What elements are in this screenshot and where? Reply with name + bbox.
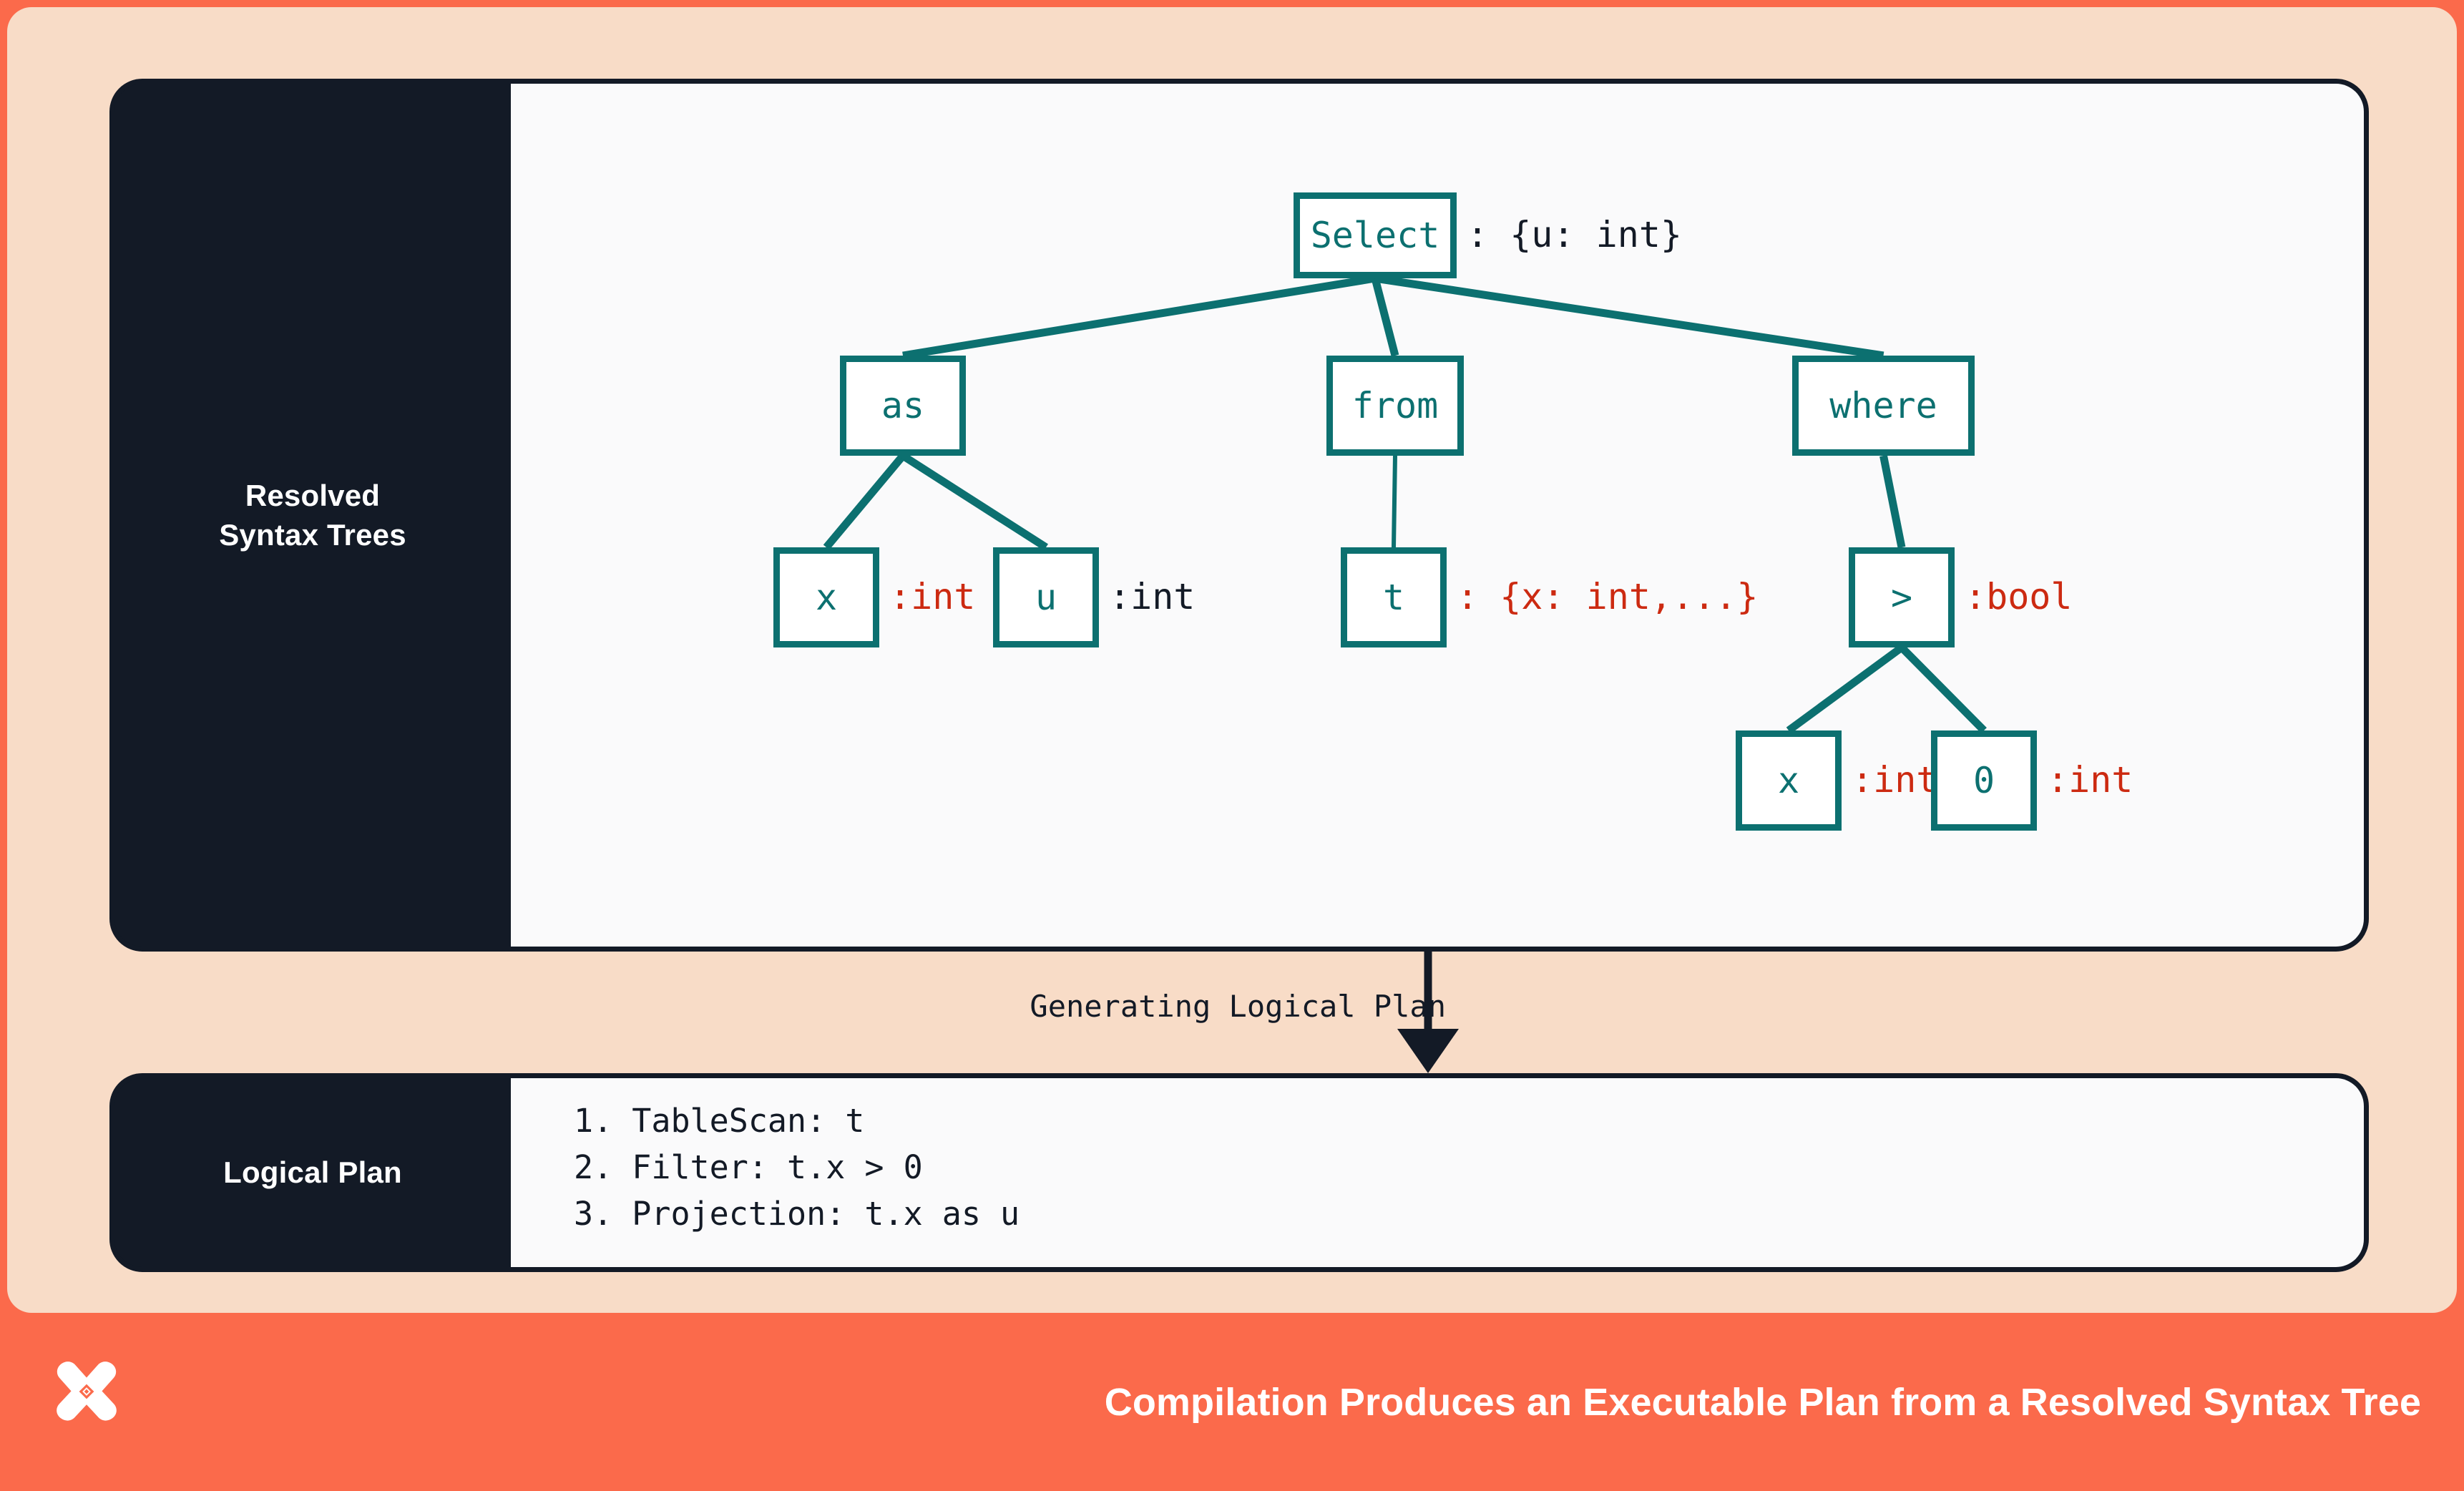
- tree-node-label: t: [1382, 577, 1405, 618]
- rst-rail: Resolved Syntax Trees: [114, 84, 511, 947]
- tree-node-type-annotation-gt-x: :int: [1852, 759, 1938, 801]
- tree-node-label: u: [1035, 577, 1057, 618]
- rst-rail-label-line1: Resolved: [245, 478, 381, 512]
- rst-rail-label-line2: Syntax Trees: [219, 518, 406, 552]
- syntax-tree: Select : {u: int} as from where x :int u :int t : …: [511, 84, 2364, 947]
- logical-plan-canvas: 1. TableScan: t 2. Filter: t.x > 0 3. Proj…: [511, 1078, 2364, 1267]
- tree-node-gt[interactable]: >: [1849, 547, 1955, 647]
- tree-node-label: x: [1777, 760, 1800, 801]
- tree-node-label: >: [1890, 577, 1913, 618]
- panel-connector: Generating Logical Plan: [109, 952, 2369, 1073]
- footer-bar: Compilation Produces an Executable Plan …: [0, 1313, 2464, 1491]
- tree-edge: [1371, 277, 1399, 357]
- tree-node-label: Select: [1310, 215, 1440, 256]
- tree-node-label: 0: [1972, 760, 1995, 801]
- down-arrow-icon: [1397, 952, 1459, 1073]
- tree-edge: [1392, 455, 1397, 548]
- tree-edge: [1879, 454, 1906, 549]
- rst-canvas: Select : {u: int} as from where x :int u :int t : …: [511, 84, 2364, 947]
- tree-node-where[interactable]: where: [1792, 356, 1975, 456]
- rst-rail-label: Resolved Syntax Trees: [219, 476, 406, 555]
- tree-node-label: as: [881, 385, 925, 426]
- content-board: Resolved Syntax Trees Select : {u: int} as…: [7, 7, 2457, 1313]
- tree-node-as-x[interactable]: x: [773, 547, 879, 647]
- tree-node-as-u[interactable]: u: [993, 547, 1099, 647]
- logical-plan-panel: Logical Plan 1. TableScan: t 2. Filter: t…: [109, 1073, 2369, 1272]
- tree-node-label: where: [1829, 385, 1937, 426]
- tree-node-type-annotation-gt-0: :int: [2047, 759, 2133, 801]
- tree-node-type-annotation-select: : {u: int}: [1467, 214, 1683, 255]
- logical-plan-steps: 1. TableScan: t 2. Filter: t.x > 0 3. Proj…: [574, 1098, 1020, 1237]
- tree-edge: [1899, 645, 1987, 733]
- footer-title: Compilation Produces an Executable Plan …: [1104, 1380, 2421, 1424]
- tree-node-type-annotation-from-t: : {x: int,...}: [1457, 576, 1759, 617]
- tree-node-label: from: [1351, 385, 1439, 426]
- logical-plan-step: 1. TableScan: t: [574, 1102, 865, 1140]
- logical-plan-step: 3. Projection: t.x as u: [574, 1194, 1020, 1233]
- tree-node-gt-x[interactable]: x: [1736, 730, 1842, 831]
- tree-node-type-annotation-as-x: :int: [889, 576, 976, 617]
- logical-plan-step: 2. Filter: t.x > 0: [574, 1148, 923, 1186]
- tree-edge: [1374, 274, 1884, 360]
- logical-plan-rail-label: Logical Plan: [223, 1155, 402, 1190]
- tree-node-label: x: [815, 577, 838, 618]
- tree-node-select[interactable]: Select: [1294, 192, 1457, 278]
- tree-edge: [902, 274, 1376, 360]
- tree-edge: [901, 452, 1048, 551]
- tree-node-type-annotation-gt: :bool: [1965, 576, 2073, 617]
- x-star-logo-icon: [57, 1362, 117, 1421]
- tree-node-from[interactable]: from: [1326, 356, 1464, 456]
- logical-plan-rail: Logical Plan: [114, 1078, 511, 1267]
- tree-node-type-annotation-as-u: :int: [1109, 576, 1196, 617]
- tree-edge: [823, 453, 906, 550]
- connector-label: Generating Logical Plan: [1030, 989, 1446, 1024]
- tree-node-from-t[interactable]: t: [1341, 547, 1447, 647]
- tree-node-gt-0[interactable]: 0: [1931, 730, 2037, 831]
- tree-node-as[interactable]: as: [840, 356, 966, 456]
- resolved-syntax-trees-panel: Resolved Syntax Trees Select : {u: int} as…: [109, 79, 2369, 952]
- tree-edge: [1786, 644, 1905, 734]
